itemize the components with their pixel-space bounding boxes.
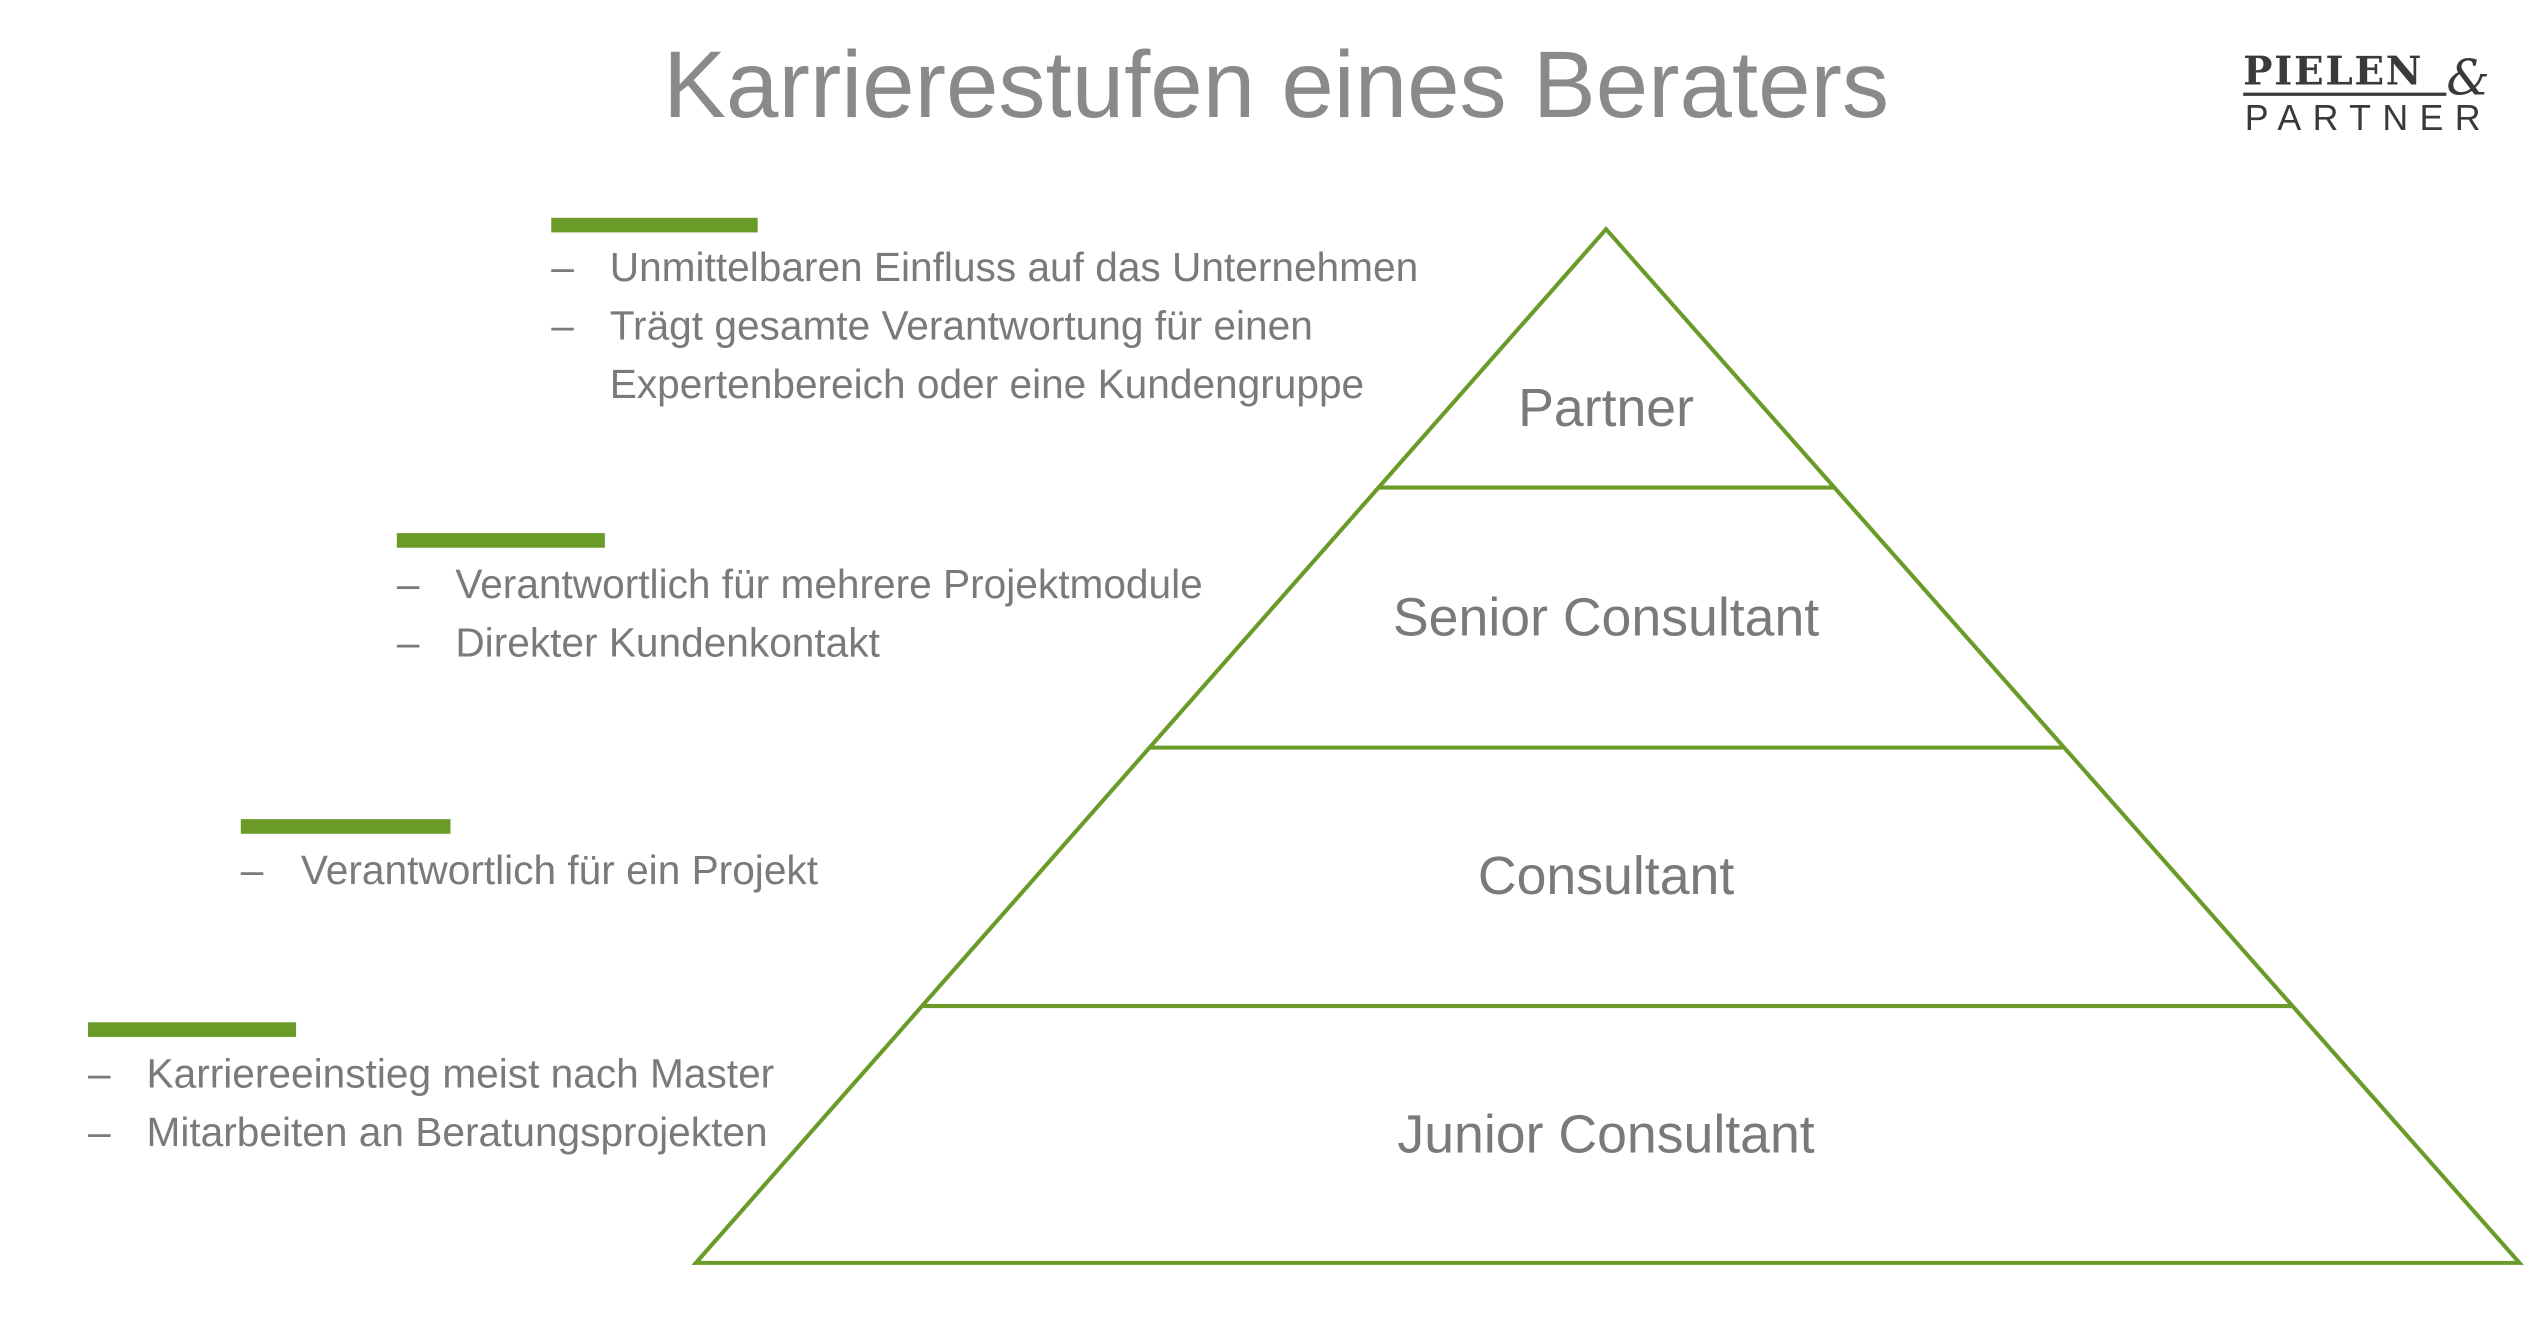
description-partner: – Unmittelbaren Einfluss auf das Unterne… — [551, 217, 1418, 407]
bullet-dash: – — [397, 561, 420, 607]
slide-title: Karrierestufen eines Beraters — [663, 32, 1889, 137]
accent-bar — [396, 533, 605, 548]
bullet-dash: – — [241, 847, 264, 893]
bullet-text: Karriereeinstieg meist nach Master — [147, 1050, 775, 1096]
accent-bar — [88, 1022, 297, 1037]
logo-ampersand: & — [2446, 50, 2489, 106]
bullet-text: Verantwortlich für ein Projekt — [301, 847, 818, 893]
level-senior-consultant: Senior Consultant — [1393, 587, 1819, 647]
description-consultant: – Verantwortlich für ein Projekt — [240, 819, 818, 893]
description-junior-consultant: – Karriereeinstieg meist nach Master – M… — [88, 1022, 774, 1155]
level-partner: Partner — [1518, 378, 1694, 438]
level-consultant: Consultant — [1478, 846, 1734, 906]
description-senior-consultant: – Verantwortlich für mehrere Projektmodu… — [396, 533, 1203, 666]
bullet-text: Mitarbeiten an Beratungsprojekten — [147, 1109, 768, 1155]
bullet-text: Unmittelbaren Einfluss auf das Unternehm… — [610, 244, 1418, 290]
pyramid — [691, 226, 2524, 1265]
bullet-dash: – — [88, 1109, 111, 1155]
bullet-text: Expertenbereich oder eine Kundengruppe — [610, 361, 1364, 407]
logo-line2: PARTNER — [2245, 98, 2492, 138]
logo-line1: PIELEN — [2243, 49, 2423, 95]
bullet-dash: – — [88, 1050, 111, 1096]
accent-bar — [240, 819, 451, 834]
logo: PIELEN & PARTNER — [2243, 49, 2492, 139]
bullet-dash: – — [551, 303, 574, 349]
accent-bar — [551, 217, 758, 233]
bullet-text: Trägt gesamte Verantwortung für einen — [610, 303, 1313, 349]
level-junior-consultant: Junior Consultant — [1397, 1104, 1814, 1164]
bullet-text: Direkter Kundenkontakt — [455, 620, 880, 666]
bullet-dash: – — [397, 620, 420, 666]
bullet-text: Verantwortlich für mehrere Projektmodule — [455, 561, 1202, 607]
bullet-dash: – — [551, 244, 574, 290]
